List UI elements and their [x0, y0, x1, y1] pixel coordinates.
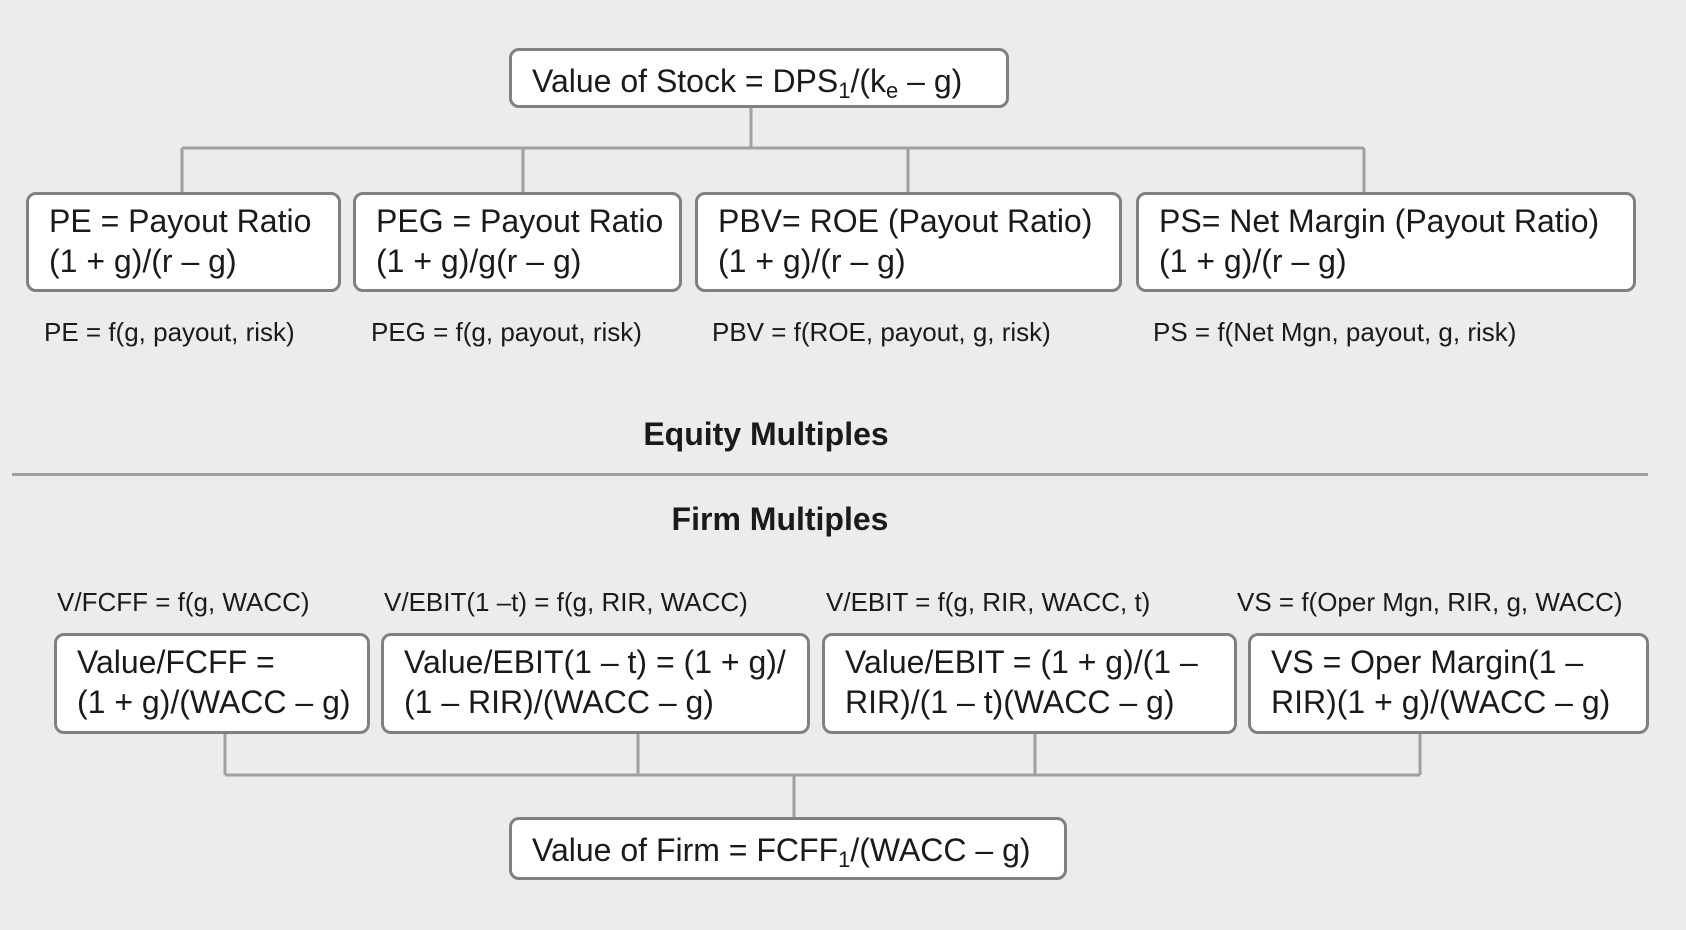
v-ebit-1-t-function: V/EBIT(1 –t) = f(g, RIR, WACC): [384, 587, 748, 617]
pbv-function: PBV = f(ROE, payout, g, risk): [712, 317, 1051, 347]
value-of-firm-box: Value of Firm = FCFF1/(WACC – g): [509, 817, 1067, 880]
vs-box: VS = Oper Margin(1 – RIR)(1 + g)/(WACC –…: [1248, 633, 1649, 734]
peg-function: PEG = f(g, payout, risk): [371, 317, 642, 347]
value-of-stock-label: Value of Stock = DPS: [532, 63, 839, 99]
vs-function: VS = f(Oper Mgn, RIR, g, WACC): [1237, 587, 1623, 617]
value-ebit-1-t-box-line-2: (1 – RIR)/(WACC – g): [404, 684, 714, 720]
value-fcff-box-line-1: Value/FCFF =: [77, 644, 275, 680]
vs-box-line-2: RIR)(1 + g)/(WACC – g): [1271, 684, 1611, 720]
value-of-stock-box: Value of Stock = DPS1/(ke – g): [509, 48, 1009, 108]
pbv-box-line-1: PBV= ROE (Payout Ratio): [718, 203, 1093, 239]
pe-box-line-2: (1 + g)/(r – g): [49, 243, 237, 279]
value-fcff-box-line-2: (1 + g)/(WACC – g): [77, 684, 351, 720]
value-ebit-box-line-2: RIR)/(1 – t)(WACC – g): [845, 684, 1175, 720]
value-fcff-box: Value/FCFF = (1 + g)/(WACC – g): [54, 633, 370, 734]
pbv-box: PBV= ROE (Payout Ratio) (1 + g)/(r – g): [695, 192, 1122, 292]
vs-box-line-1: VS = Oper Margin(1 –: [1271, 644, 1584, 680]
value-of-stock-sub-e: e: [886, 78, 899, 103]
v-fcff-function: V/FCFF = f(g, WACC): [57, 587, 310, 617]
firm-multiples-heading: Firm Multiples: [671, 501, 889, 537]
value-of-firm-tail: /(WACC – g): [850, 832, 1031, 868]
ps-function: PS = f(Net Mgn, payout, g, risk): [1153, 317, 1517, 347]
value-of-stock-sub-1: 1: [838, 78, 851, 103]
ps-box-line-2: (1 + g)/(r – g): [1159, 243, 1347, 279]
equity-multiples-heading: Equity Multiples: [643, 416, 889, 452]
pe-box: PE = Payout Ratio (1 + g)/(r – g): [26, 192, 341, 292]
v-ebit-function: V/EBIT = f(g, RIR, WACC, t): [826, 587, 1151, 617]
value-ebit-1-t-box: Value/EBIT(1 – t) = (1 + g)/ (1 – RIR)/(…: [381, 633, 810, 734]
value-of-stock-tail: – g): [898, 63, 963, 99]
pe-function: PE = f(g, payout, risk): [44, 317, 295, 347]
ps-box: PS= Net Margin (Payout Ratio) (1 + g)/(r…: [1136, 192, 1636, 292]
value-ebit-box: Value/EBIT = (1 + g)/(1 – RIR)/(1 – t)(W…: [822, 633, 1237, 734]
peg-box-line-1: PEG = Payout Ratio: [376, 203, 664, 239]
pbv-box-line-2: (1 + g)/(r – g): [718, 243, 906, 279]
value-ebit-1-t-box-line-1: Value/EBIT(1 – t) = (1 + g)/: [404, 644, 786, 680]
section-divider: [12, 473, 1648, 476]
value-ebit-box-line-1: Value/EBIT = (1 + g)/(1 –: [845, 644, 1198, 680]
value-of-stock-mid: /(k: [850, 63, 887, 99]
value-of-firm-sub-1: 1: [838, 847, 851, 872]
value-of-firm-label: Value of Firm = FCFF: [532, 832, 839, 868]
peg-box: PEG = Payout Ratio (1 + g)/g(r – g): [353, 192, 682, 292]
peg-box-line-2: (1 + g)/g(r – g): [376, 243, 582, 279]
pe-box-line-1: PE = Payout Ratio: [49, 203, 312, 239]
ps-box-line-1: PS= Net Margin (Payout Ratio): [1159, 203, 1600, 239]
